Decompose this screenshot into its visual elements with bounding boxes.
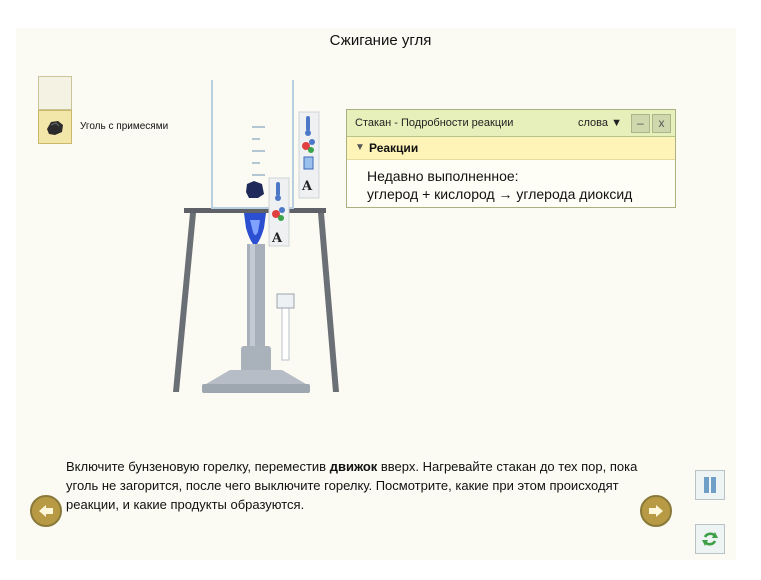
shelf-empty-slot[interactable] [38,76,72,110]
chevron-down-icon: ▼ [611,117,622,129]
recent-reaction-label: Недавно выполненное: [367,168,519,184]
tripod-leg-left [173,213,196,392]
beaker-details-icon[interactable] [303,156,314,170]
instructions-text: Включите бунзеновую горелку, переместив … [66,459,638,512]
reaction-details-panel: Стакан - Подробности реакции слова ▼ – x… [346,109,676,208]
reactions-section-header[interactable]: ▼ Реакции [347,137,675,160]
next-step-button[interactable] [640,495,672,527]
shelf-item-label: Уголь с примесями [80,121,169,132]
text-label-icon[interactable]: A [271,231,283,246]
panel-title: Стакан - Подробности реакции [355,117,514,129]
tripod-leg-right [318,213,339,392]
pause-icon [704,477,716,493]
burner-tool-strip: A [268,177,290,247]
tripod-top-ring [184,208,326,213]
close-icon: x [658,116,665,130]
arrow-right-icon [649,505,663,517]
panel-header[interactable]: Стакан - Подробности реакции слова ▼ – x [347,110,675,137]
refresh-icon [702,532,718,546]
beaker-tool-strip: A [298,111,320,199]
page-title: Сжигание угля [329,32,432,49]
burner-flame [244,213,266,246]
burner-slider[interactable] [276,293,295,361]
shelf-item-coal[interactable] [38,110,72,144]
bunsen-burner [202,244,310,393]
view-mode-label: слова [578,117,608,129]
molecule-icon[interactable] [272,207,285,221]
beaker[interactable] [211,80,294,209]
text-label-icon[interactable]: A [301,179,313,194]
view-mode-dropdown[interactable]: слова ▼ [578,117,622,129]
minimize-button[interactable]: – [631,114,650,133]
reset-button[interactable] [695,524,725,554]
triangle-down-icon: ▼ [355,142,365,153]
coal-lump-icon [47,121,63,135]
minimize-icon: – [637,116,644,130]
coal-sample[interactable] [246,181,264,198]
materials-shelf [38,76,72,144]
reactions-section-label: Реакции [369,141,419,155]
burner-slider-knob[interactable] [276,293,295,309]
reaction-equation: углерод + кислород → углерода диоксид [367,186,633,202]
molecule-icon[interactable] [302,139,315,153]
tripod [173,208,339,392]
arrow-left-icon [39,505,53,517]
slider-keyword: движок [329,459,378,474]
thermometer-icon[interactable] [275,182,281,201]
previous-step-button[interactable] [30,495,62,527]
close-button[interactable]: x [652,114,671,133]
pause-button[interactable] [695,470,725,500]
thermometer-icon[interactable] [305,116,311,136]
